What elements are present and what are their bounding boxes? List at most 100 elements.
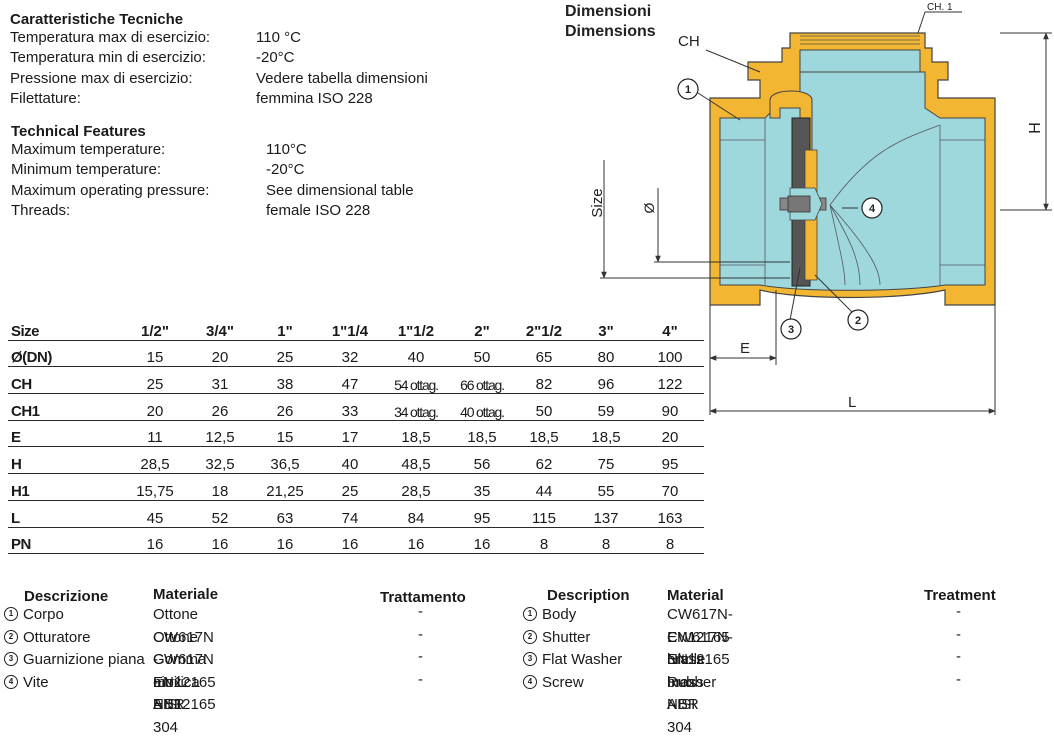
material-name: Inox AISI 304 [153, 672, 181, 739]
table-cell: 95 [452, 500, 512, 527]
material-treatment: - [956, 646, 961, 669]
table-cell: 47 [320, 367, 380, 394]
material-desc: Corpo [23, 606, 64, 623]
header-cell: 4" [636, 314, 704, 340]
table-cell: 31 [190, 367, 250, 394]
row-label: L [8, 500, 120, 527]
item-number-icon: 4 [4, 675, 18, 689]
header-cell: 2" [452, 314, 512, 340]
table-cell: 34 ottag. [380, 394, 452, 421]
item-number-icon: 2 [4, 630, 18, 644]
material-name: Inox AISI 304 [667, 672, 695, 739]
material-treatment: - [418, 646, 423, 669]
table-cell: 28,5 [120, 447, 190, 474]
table-cell: 18,5 [452, 420, 512, 447]
table-cell: 90 [636, 394, 704, 421]
table-cell: 56 [452, 447, 512, 474]
item-number-icon: 3 [523, 652, 537, 666]
table-cell: 16 [250, 527, 320, 554]
row-label: CH [8, 367, 120, 394]
table-cell: 20 [120, 394, 190, 421]
material-desc: Guarnizione piana [23, 651, 145, 668]
table-cell: 20 [636, 420, 704, 447]
header-cell: 1" [250, 314, 320, 340]
table-cell: 20 [190, 340, 250, 367]
table-cell: 50 [512, 394, 576, 421]
table-cell: 16 [380, 527, 452, 554]
table-cell: 40 ottag. [452, 394, 512, 421]
table-cell: 40 [320, 447, 380, 474]
table-cell: 15 [120, 340, 190, 367]
material-treatment: - [956, 624, 961, 647]
table-cell: 96 [576, 367, 636, 394]
material-desc: Screw [542, 674, 584, 691]
table-cell: 32 [320, 340, 380, 367]
table-cell: 40 [380, 340, 452, 367]
table-cell: 26 [250, 394, 320, 421]
mat-en-mat-header: Material [667, 587, 724, 604]
table-cell: 80 [576, 340, 636, 367]
header-cell: 3" [576, 314, 636, 340]
table-cell: 55 [576, 474, 636, 501]
table-cell: 48,5 [380, 447, 452, 474]
table-cell: 18,5 [576, 420, 636, 447]
table-cell: 95 [636, 447, 704, 474]
table-cell: 35 [452, 474, 512, 501]
material-desc: Shutter [542, 629, 590, 646]
header-cell: 1"1/2 [380, 314, 452, 340]
header-cell: 1/2" [120, 314, 190, 340]
dimensions-table: Size 1/2" 3/4" 1" 1"1/4 1"1/2 2" 2"1/2 3… [8, 314, 704, 554]
label-dn: Ø [641, 202, 657, 213]
header-cell: Size [8, 314, 120, 340]
table-cell: 16 [120, 527, 190, 554]
table-cell: 8 [512, 527, 576, 554]
material-treatment: - [956, 601, 961, 624]
table-cell: 12,5 [190, 420, 250, 447]
table-cell: 17 [320, 420, 380, 447]
table-cell: 70 [636, 474, 704, 501]
mat-it-mat-header: Materiale [153, 586, 218, 603]
table-cell: 36,5 [250, 447, 320, 474]
table-cell: 18,5 [380, 420, 452, 447]
header-cell: 1"1/4 [320, 314, 380, 340]
callout-1-text: 1 [685, 84, 691, 96]
callout-4-text: 4 [869, 203, 876, 215]
table-cell: 33 [320, 394, 380, 421]
table-cell: 75 [576, 447, 636, 474]
table-cell: 45 [120, 500, 190, 527]
table-cell: 82 [512, 367, 576, 394]
item-number-icon: 1 [523, 607, 537, 621]
table-cell: 44 [512, 474, 576, 501]
table-cell: 59 [576, 394, 636, 421]
table-cell: 8 [636, 527, 704, 554]
label-ch: CH [678, 33, 700, 50]
callout-2-text: 2 [855, 315, 861, 327]
table-cell: 18 [190, 474, 250, 501]
table-cell: 32,5 [190, 447, 250, 474]
table-cell: 26 [190, 394, 250, 421]
table-cell: 25 [250, 340, 320, 367]
table-cell: 84 [380, 500, 452, 527]
table-cell: 65 [512, 340, 576, 367]
table-cell: 16 [320, 527, 380, 554]
material-desc: Body [542, 606, 576, 623]
table-cell: 100 [636, 340, 704, 367]
table-cell: 11 [120, 420, 190, 447]
material-treatment: - [418, 601, 423, 624]
table-cell: 66 ottag. [452, 367, 512, 394]
material-treatment: - [956, 669, 961, 692]
table-cell: 18,5 [512, 420, 576, 447]
